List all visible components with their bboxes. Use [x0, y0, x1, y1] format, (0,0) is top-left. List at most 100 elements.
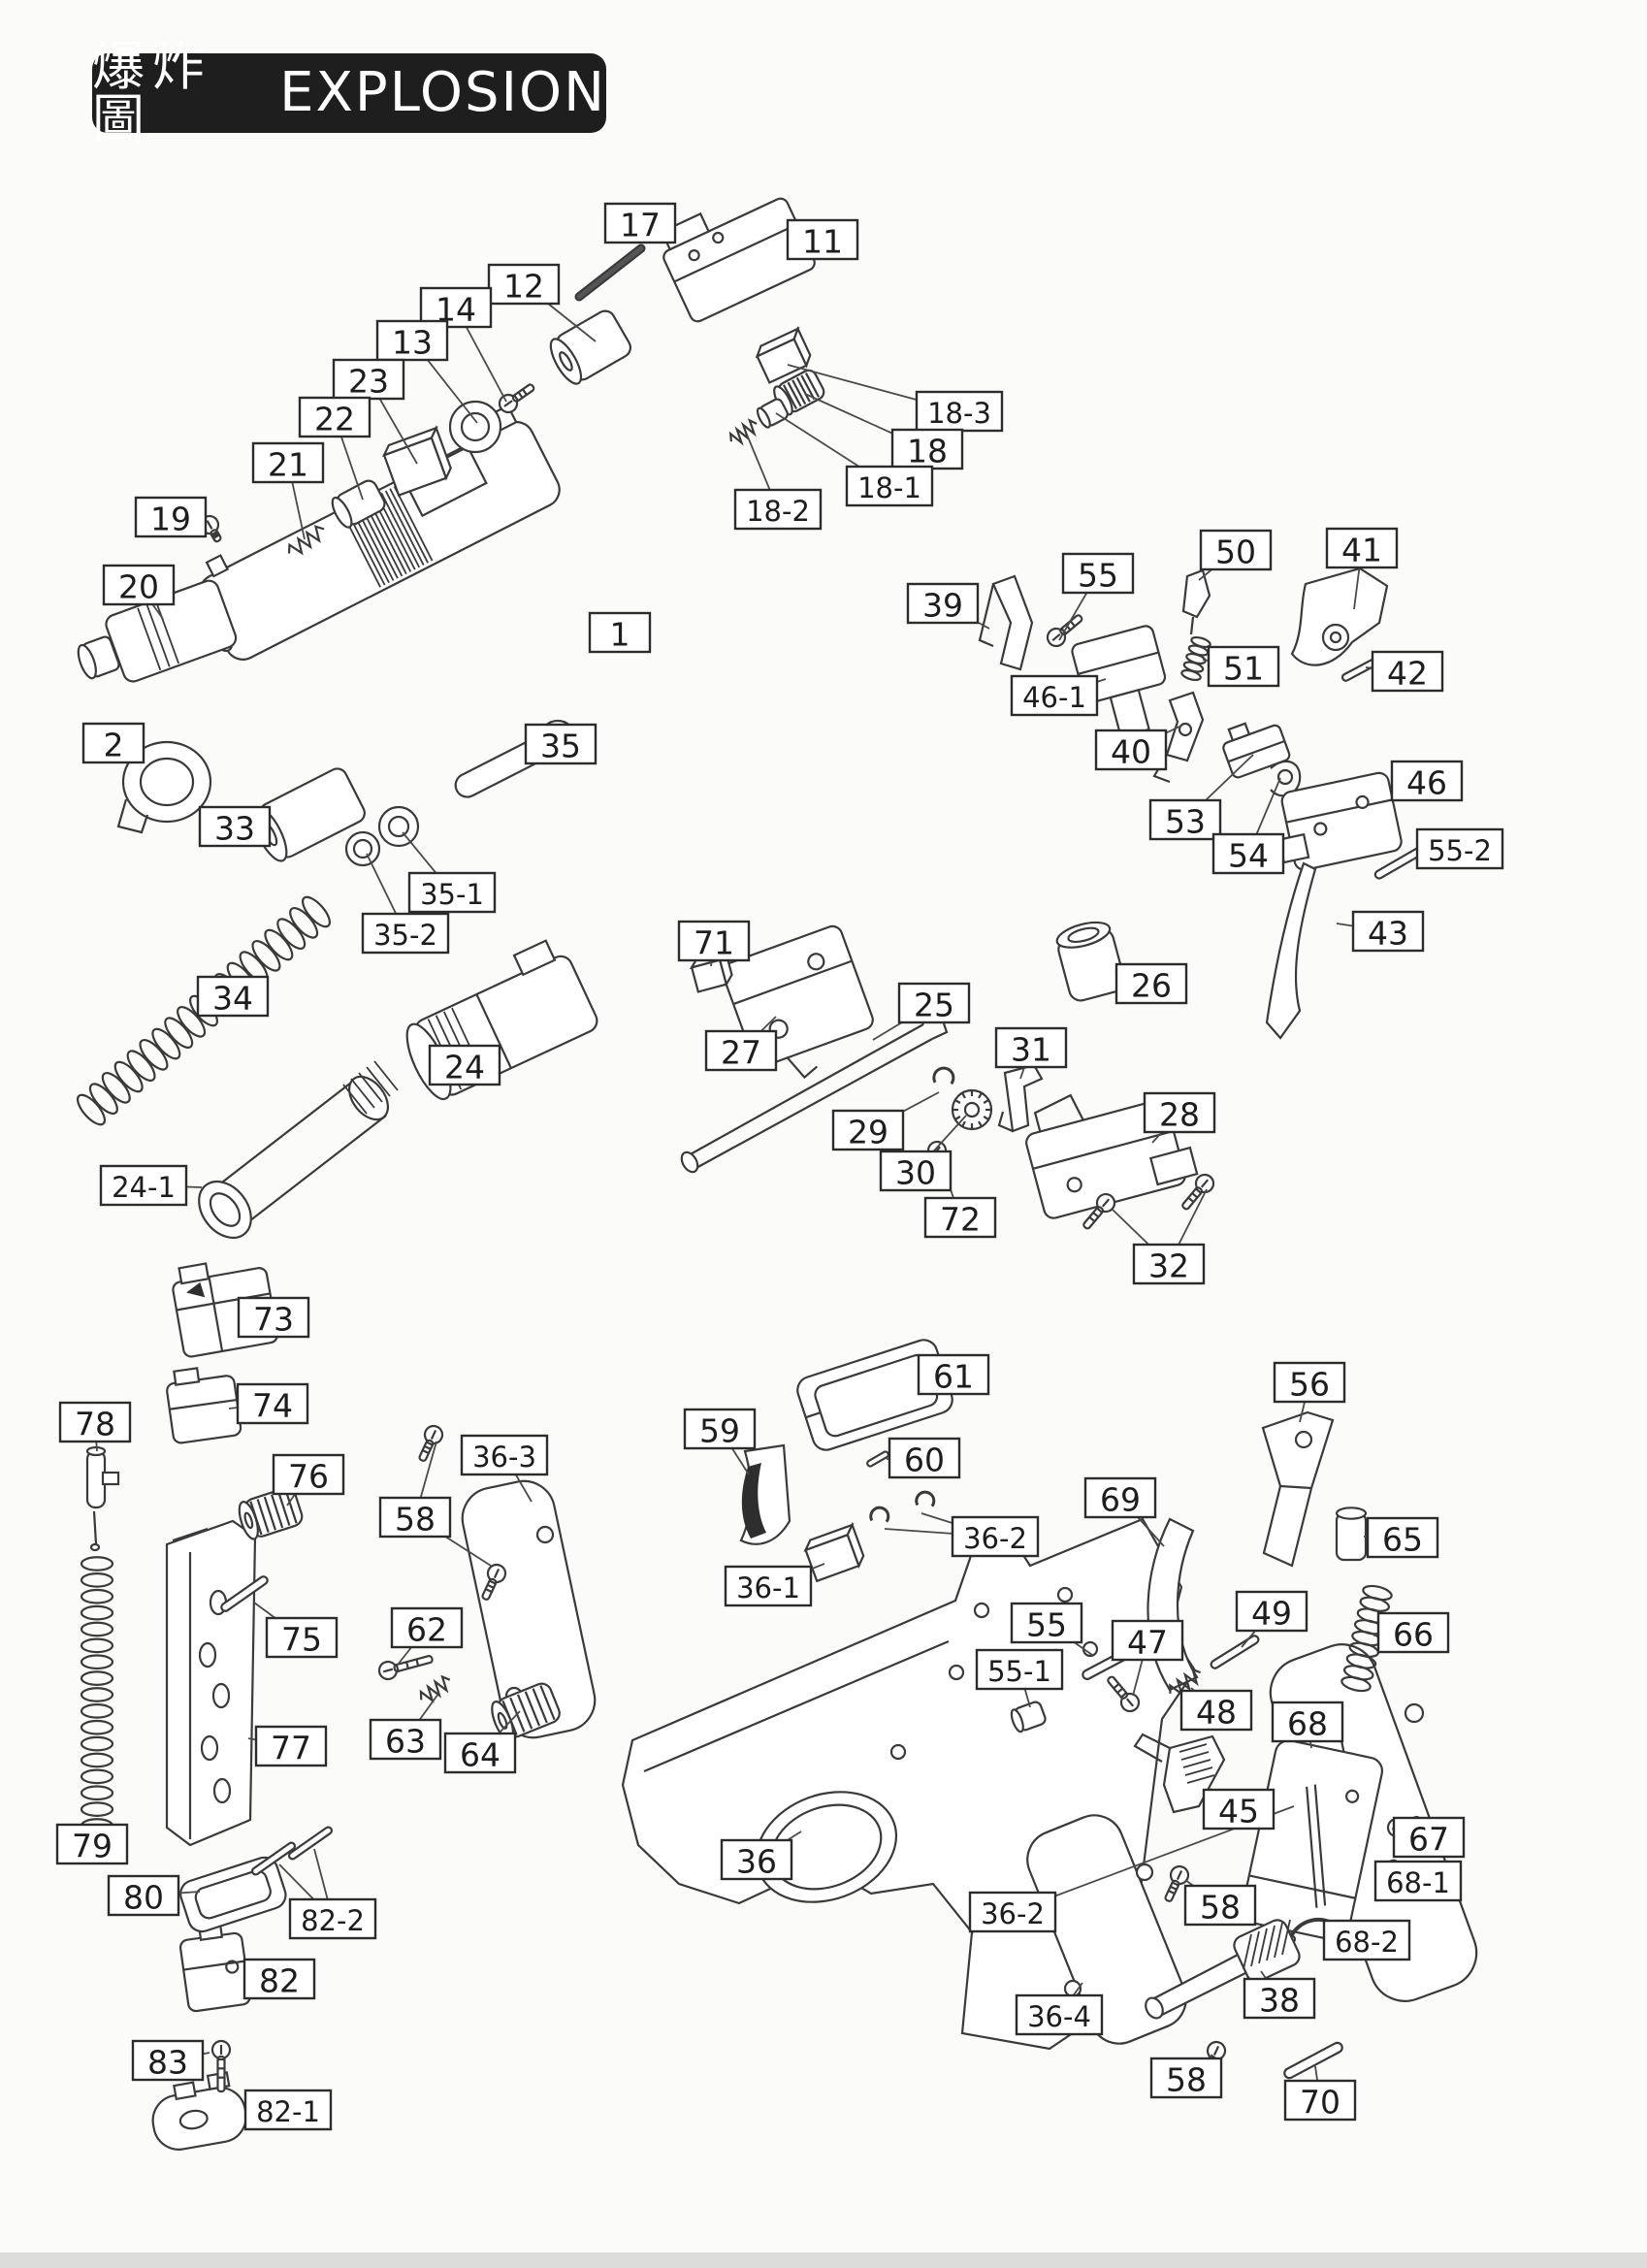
frame-36-hole5 [889, 1743, 907, 1761]
safety-lever-50 [1181, 568, 1211, 619]
part-line [1119, 1691, 1128, 1699]
part-label-box [1199, 529, 1273, 571]
part-label-28-43: 28 [1143, 1091, 1216, 1134]
gas-valve-82-line [183, 1960, 245, 1971]
part-line [1171, 1881, 1179, 1887]
part-line [1164, 1879, 1180, 1902]
part-number-text: 69 [1100, 1481, 1141, 1519]
part-line [101, 1072, 131, 1104]
part-line [1181, 1186, 1204, 1211]
part-36-2-glyph [915, 1490, 936, 1507]
part-label-box [1094, 729, 1168, 771]
part-number-text: 45 [1218, 1793, 1259, 1831]
part-line [76, 1093, 107, 1126]
part-label-box [1390, 760, 1464, 802]
part-58-glyph [481, 1563, 507, 1601]
part-label-box [243, 2089, 333, 2131]
part-label-82-2-85: 82-2 [288, 1897, 377, 1940]
part-number-text: 24-1 [112, 1171, 176, 1204]
part-label-60-60: 60 [888, 1437, 961, 1479]
part-label-73-46: 73 [237, 1296, 310, 1339]
part-number-text: 63 [385, 1723, 426, 1761]
part-number-text: 32 [1148, 1247, 1189, 1285]
part-number-text: 46 [1406, 764, 1447, 802]
part-line [256, 1499, 270, 1533]
part-label-39-15: 39 [906, 582, 980, 625]
part-line [430, 1430, 437, 1440]
part-label-67-74: 67 [1392, 1816, 1466, 1859]
housing-46-hole [1313, 822, 1328, 836]
magazine-77-hole4 [200, 1734, 219, 1762]
part-label-65-65: 65 [1366, 1516, 1439, 1559]
part-label-43-27: 43 [1351, 910, 1425, 953]
part-label-68-2-77: 68-2 [1322, 1919, 1411, 1961]
part-line [460, 411, 491, 442]
grip-36-3-hole1 [535, 1525, 555, 1544]
part-79-glyph [80, 1556, 114, 1833]
part-label-49-66: 49 [1235, 1590, 1308, 1633]
part-number-text: 67 [1408, 1821, 1449, 1859]
part-line [210, 532, 220, 538]
part-line [1091, 1211, 1100, 1218]
part-line [352, 838, 373, 859]
part-label-1-14: 1 [588, 611, 652, 654]
part-line [88, 1083, 118, 1115]
part-32-glyph [1082, 1192, 1116, 1230]
part-60-glyph [866, 1450, 889, 1468]
part-number-text: 55-1 [987, 1655, 1051, 1688]
part-label-box [1211, 832, 1285, 875]
part-number-text: 36-2 [981, 1897, 1045, 1930]
part-label-box [55, 1823, 129, 1865]
part-line [264, 928, 294, 961]
sear-spring-54-coil [1276, 768, 1294, 786]
part-number-text: 82 [259, 1962, 300, 2000]
part-label-box [58, 1401, 132, 1443]
part-number-text: 53 [1165, 803, 1206, 841]
part-label-58-76: 58 [1183, 1884, 1257, 1927]
magazine-77-hole5 [212, 1777, 232, 1804]
part-line [80, 1637, 114, 1654]
part-line [1051, 632, 1061, 642]
outer-barrel-24-1-bore [209, 1192, 242, 1227]
chamber-cover-28-tab [1148, 1146, 1199, 1186]
part-label-box [1371, 650, 1444, 693]
part-label-box [1283, 2079, 1357, 2122]
part-label-box [845, 465, 934, 507]
part-62-glyph [377, 1655, 434, 1681]
part-line [421, 1448, 430, 1455]
part-line [277, 1492, 291, 1526]
part-label-32-45: 32 [1132, 1243, 1206, 1285]
part-line [80, 1752, 114, 1768]
chamber-cover-28-hump [1033, 1093, 1084, 1132]
part-line [1088, 1215, 1096, 1223]
part-number-text: 36 [736, 1843, 777, 1881]
part-line [963, 1101, 981, 1118]
part-number-text: 1 [610, 616, 630, 654]
frame-36-hole2 [1056, 1586, 1074, 1604]
part-label-box [831, 1109, 905, 1151]
part-number-text: 83 [147, 2044, 188, 2082]
part-label-box [968, 1891, 1057, 1933]
part-label-box [683, 1408, 757, 1450]
part-line [954, 1099, 961, 1104]
part-label-72-44: 72 [923, 1196, 997, 1239]
part-label-box [704, 1029, 778, 1072]
part-line [932, 1066, 955, 1085]
part-36-1-glyph [803, 1522, 865, 1583]
mainspring-housing-68-hole [1345, 1789, 1360, 1803]
part-number-text: 30 [895, 1154, 936, 1192]
part-number-text: 34 [212, 980, 253, 1018]
part-line [387, 815, 410, 838]
part-label-box [236, 1382, 309, 1425]
part-line [1212, 2046, 1220, 2056]
part-line [846, 1522, 865, 1569]
gas-valve-82 [178, 1931, 251, 2013]
part-label-box [443, 1732, 517, 1774]
part-label-24-34: 24 [428, 1044, 501, 1086]
part-number-text: 73 [253, 1301, 294, 1339]
mag-base-82-1-tab1 [173, 2081, 197, 2101]
part-line [284, 1489, 298, 1524]
part-13-glyph [448, 400, 502, 454]
part-number-text: 35-2 [373, 919, 437, 952]
